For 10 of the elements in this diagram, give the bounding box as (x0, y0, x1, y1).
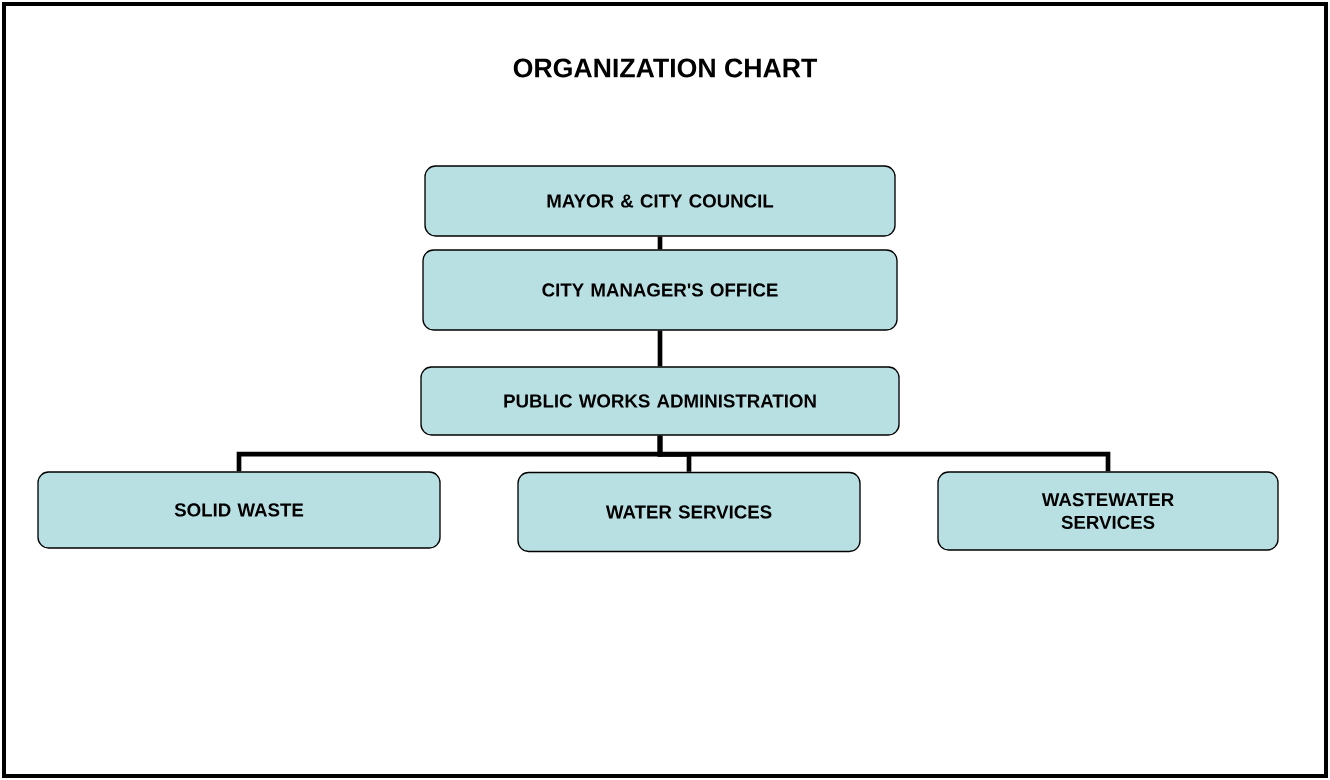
org-box: PUBLIC WORKS ADMINISTRATION (420, 366, 900, 436)
org-box: WATER SERVICES (517, 471, 861, 553)
org-box: SOLID WASTE (37, 471, 441, 549)
org-box: WASTEWATER SERVICES (937, 471, 1279, 551)
connector-line (657, 236, 663, 250)
org-box: CITY MANAGER'S OFFICE (422, 249, 898, 331)
connector-line (657, 330, 663, 367)
connector-line (657, 435, 1111, 472)
org-box: MAYOR & CITY COUNCIL (424, 165, 896, 237)
title: ORGANIZATION CHART (513, 58, 817, 78)
